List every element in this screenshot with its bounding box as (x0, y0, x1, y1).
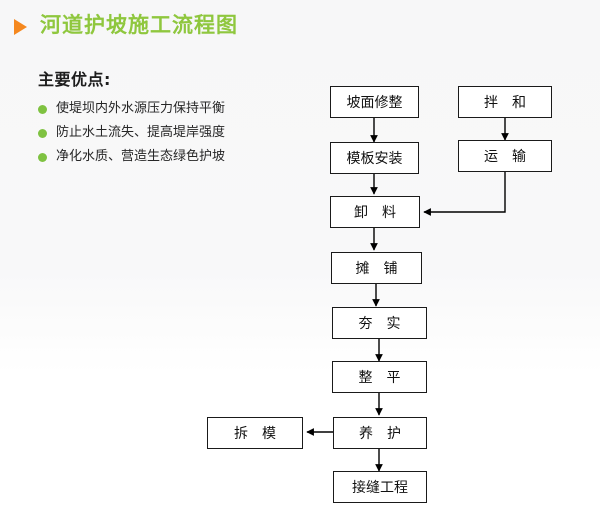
list-item-label: 防止水土流失、提高堤岸强度 (56, 125, 226, 140)
flow-node-label: 接缝工程 (352, 480, 408, 496)
list-item: 使堤坝内外水源压力保持平衡 (38, 98, 308, 120)
page-header: 河道护坡施工流程图 (0, 10, 600, 44)
flow-node-label: 夯 实 (358, 316, 401, 332)
flow-node-label: 拌 和 (484, 95, 526, 111)
edge-transport-to-unload (423, 172, 506, 216)
flow-node-label: 整 平 (358, 370, 401, 386)
flow-node-compact[interactable]: 夯 实 (332, 307, 427, 339)
flow-node-label: 坡面修整 (346, 95, 403, 111)
flow-node-transport[interactable]: 运 输 (458, 140, 552, 172)
flow-node-strip-formwork[interactable]: 拆 模 (207, 417, 303, 449)
flow-node-label: 运 输 (484, 149, 526, 165)
flow-node-slope-trim[interactable]: 坡面修整 (330, 86, 419, 118)
bullet-dot-icon (38, 104, 47, 114)
flow-node-label: 养 护 (359, 426, 401, 442)
flow-node-formwork[interactable]: 模板安装 (330, 142, 419, 174)
benefits-heading: 主要优点: (38, 70, 111, 89)
flow-node-level[interactable]: 整 平 (332, 361, 427, 393)
flow-node-label: 摊 铺 (355, 261, 398, 277)
play-triangle-icon (14, 19, 27, 35)
bullet-dot-icon (38, 152, 47, 162)
flow-node-mixing[interactable]: 拌 和 (458, 86, 552, 118)
list-item-label: 使堤坝内外水源压力保持平衡 (56, 101, 226, 116)
bullet-dot-icon (38, 128, 47, 138)
flow-node-unload[interactable]: 卸 料 (330, 196, 420, 228)
flow-node-label: 模板安装 (346, 151, 403, 167)
flow-node-label: 拆 模 (234, 426, 276, 442)
page-title: 河道护坡施工流程图 (40, 13, 238, 37)
flow-node-joint-work[interactable]: 接缝工程 (333, 471, 427, 503)
flow-node-curing[interactable]: 养 护 (333, 417, 427, 449)
flow-node-spread[interactable]: 摊 铺 (331, 252, 422, 284)
benefits-panel: 主要优点: 使堤坝内外水源压力保持平衡 防止水土流失、提高堤岸强度 净化水质、营… (38, 68, 308, 170)
list-item: 净化水质、营造生态绿色护坡 (38, 146, 308, 168)
list-item-label: 净化水质、营造生态绿色护坡 (56, 149, 226, 164)
flow-node-label: 卸 料 (354, 205, 396, 221)
list-item: 防止水土流失、提高堤岸强度 (38, 122, 308, 144)
